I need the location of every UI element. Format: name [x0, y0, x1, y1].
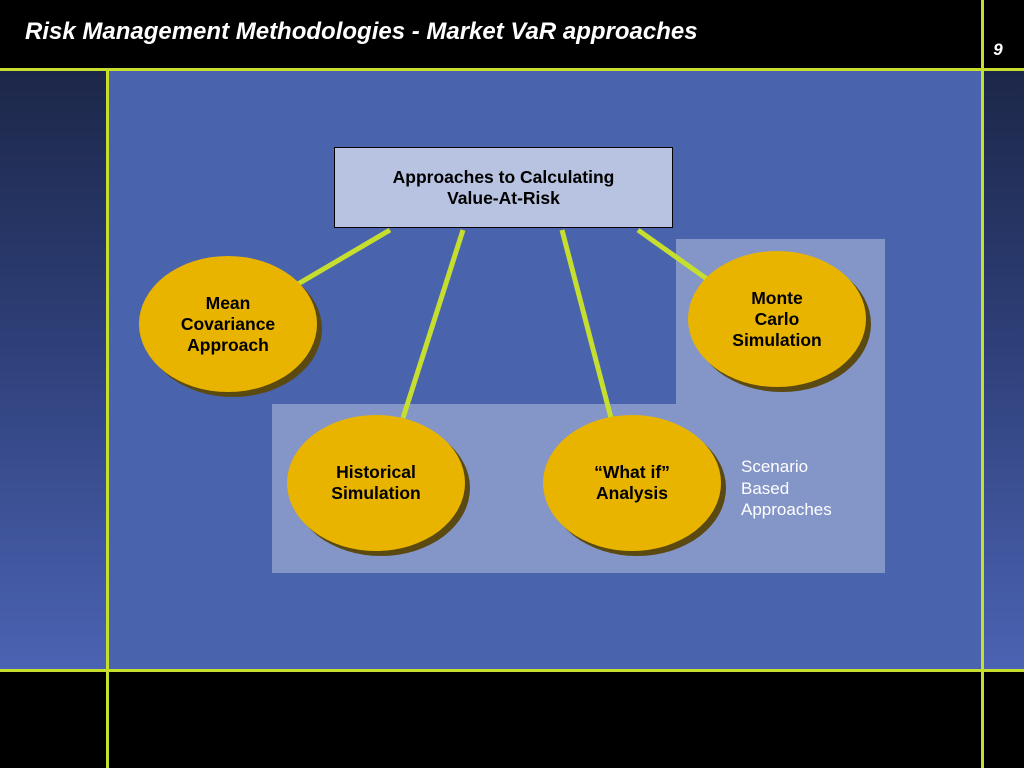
node-label-line: “What if”: [594, 462, 670, 482]
page-number: 9: [993, 40, 1003, 59]
node-label-line: Analysis: [596, 483, 668, 503]
node-what-if-analysis: “What if” Analysis: [543, 415, 721, 551]
node-label-line: Simulation: [331, 483, 421, 503]
node-label-line: Carlo: [754, 308, 800, 329]
right-gradient-band: [983, 70, 1024, 671]
connector-historical: [400, 229, 466, 419]
node-label-line: Approach: [187, 334, 269, 355]
left-gradient-band: [0, 70, 108, 671]
connector-mean-covariance: [296, 227, 392, 287]
slide-title: Risk Management Methodologies - Market V…: [25, 18, 698, 45]
frame-line-bottom: [0, 669, 1024, 672]
node-label-line: Simulation: [732, 329, 822, 350]
node-label-line: Monte: [751, 287, 803, 308]
node-label-line: Mean: [205, 292, 251, 313]
node-mean-covariance: Mean Covariance Approach: [139, 256, 317, 392]
scenario-label-line: Scenario: [741, 457, 809, 476]
frame-line-right: [981, 0, 984, 768]
connector-monte-carlo: [636, 227, 709, 282]
scenario-label-line: Approaches: [741, 500, 832, 519]
frame-line-left: [106, 68, 109, 768]
scenario-label-line: Based: [741, 478, 790, 498]
node-historical-simulation: Historical Simulation: [287, 415, 465, 551]
node-monte-carlo: Monte Carlo Simulation: [688, 251, 866, 387]
node-label-line: Historical: [336, 462, 416, 482]
root-node-line-1: Approaches to Calculating: [392, 166, 615, 187]
node-label-line: Covariance: [180, 313, 276, 334]
frame-line-top: [0, 68, 1024, 71]
connector-what-if: [559, 229, 614, 419]
scenario-group-label: Scenario Based Approaches: [741, 456, 832, 521]
root-node-box: Approaches to Calculating Value-At-Risk: [334, 147, 673, 228]
root-node-line-2: Value-At-Risk: [447, 187, 560, 208]
